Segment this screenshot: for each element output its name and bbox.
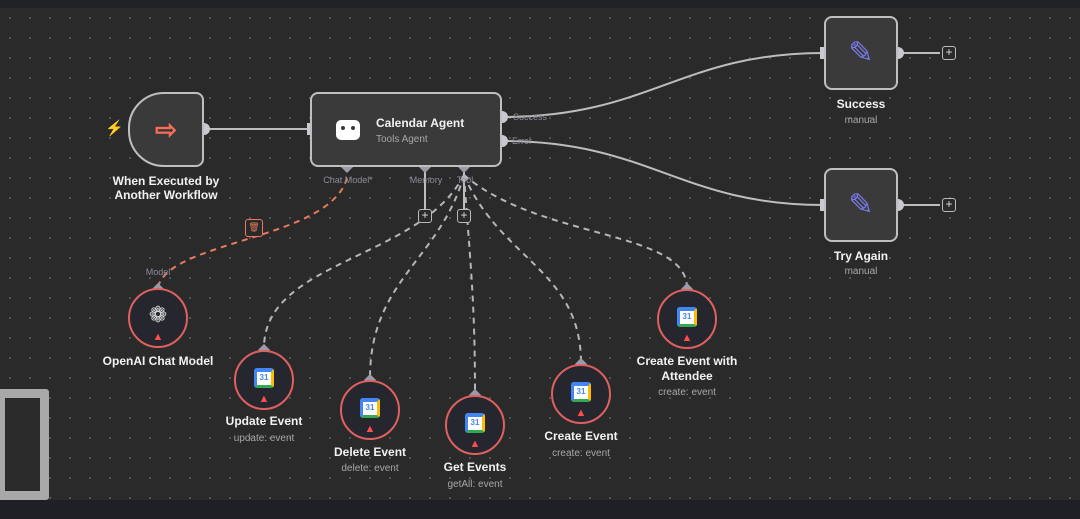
model-handle-label: Model xyxy=(145,267,171,277)
trigger-title-2: Another Workflow xyxy=(114,188,218,202)
warning-icon: ▲ xyxy=(364,423,376,435)
warning-icon: ▲ xyxy=(152,331,164,343)
edge-success xyxy=(501,52,825,118)
tool-subtitle: update: event xyxy=(233,433,295,444)
trigger-bolt-icon: ⚡ xyxy=(105,120,124,137)
success-add-button[interactable]: + xyxy=(942,46,956,60)
try-again-add-button[interactable]: + xyxy=(942,198,956,212)
create-event-node[interactable]: 31 ▲ xyxy=(551,364,611,424)
tool-subtitle: create: event xyxy=(552,448,610,459)
bottom-bar xyxy=(0,500,1080,519)
add-tool-button[interactable]: + xyxy=(457,209,471,223)
tool-title: Delete Event xyxy=(333,445,407,459)
edge-tool-update xyxy=(263,174,465,349)
google-calendar-icon: 31 xyxy=(254,368,274,388)
try-again-node[interactable]: ✎ xyxy=(824,168,898,242)
get-events-node[interactable]: 31 ▲ xyxy=(445,395,505,455)
tool-title-1: Create Event with xyxy=(636,354,738,368)
tool-title-2: Attendee xyxy=(661,369,713,383)
edge-tool-create xyxy=(463,174,582,364)
google-calendar-icon: 31 xyxy=(571,382,591,402)
edge-tool-attendee xyxy=(463,174,688,289)
update-event-node[interactable]: 31 ▲ xyxy=(234,350,294,410)
output-success-label: Success xyxy=(512,112,548,122)
top-bar xyxy=(0,0,1080,8)
success-title: Success xyxy=(836,97,886,111)
tool-subtitle: delete: event xyxy=(341,463,399,474)
add-memory-button[interactable]: + xyxy=(418,209,432,223)
google-calendar-icon: 31 xyxy=(465,413,485,433)
input-chat-model-label: Chat Model* xyxy=(323,175,373,185)
delete-connection-button[interactable]: 🗑 xyxy=(245,219,263,237)
tool-subtitle: getAll: event xyxy=(447,479,503,490)
success-subtitle: manual xyxy=(844,115,878,126)
tool-subtitle: create: event xyxy=(658,387,716,398)
tool-title: Update Event xyxy=(225,414,303,428)
warning-icon: ▲ xyxy=(575,407,587,419)
openai-icon: ❁ xyxy=(148,302,168,328)
create-event-attendee-node[interactable]: 31 ▲ xyxy=(657,289,717,349)
try-again-title: Try Again xyxy=(833,249,889,263)
minimap-panel[interactable] xyxy=(0,389,49,500)
edge-error xyxy=(501,140,825,206)
input-memory-label: Memory xyxy=(409,175,443,185)
edge-chat-model xyxy=(157,177,348,288)
tool-title: Create Event xyxy=(544,429,618,443)
output-error-label: Error xyxy=(512,136,532,146)
input-tool-label: Tool xyxy=(456,175,474,185)
robot-icon xyxy=(336,120,360,140)
trigger-node[interactable]: ⇨ xyxy=(128,92,204,167)
calendar-agent-node[interactable]: Calendar Agent Tools Agent xyxy=(310,92,502,167)
google-calendar-icon: 31 xyxy=(677,307,697,327)
warning-icon: ▲ xyxy=(681,332,693,344)
tool-title: Get Events xyxy=(443,460,507,474)
agent-title: Calendar Agent xyxy=(376,116,465,130)
agent-subtitle: Tools Agent xyxy=(376,134,428,145)
edge-tool-delete xyxy=(369,174,465,379)
success-node[interactable]: ✎ xyxy=(824,16,898,90)
trigger-title-1: When Executed by xyxy=(112,174,220,188)
sign-out-arrow-icon: ⇨ xyxy=(155,114,177,144)
warning-icon: ▲ xyxy=(469,438,481,450)
pencil-icon: ✎ xyxy=(848,188,874,222)
google-calendar-icon: 31 xyxy=(360,398,380,418)
delete-event-node[interactable]: 31 ▲ xyxy=(340,380,400,440)
workflow-canvas[interactable] xyxy=(0,8,1080,500)
warning-icon: ▲ xyxy=(258,393,270,405)
openai-node[interactable]: ❁ ▲ xyxy=(128,288,188,348)
pencil-icon: ✎ xyxy=(848,36,874,70)
openai-title: OpenAI Chat Model xyxy=(102,354,214,368)
try-again-subtitle: manual xyxy=(844,266,878,277)
